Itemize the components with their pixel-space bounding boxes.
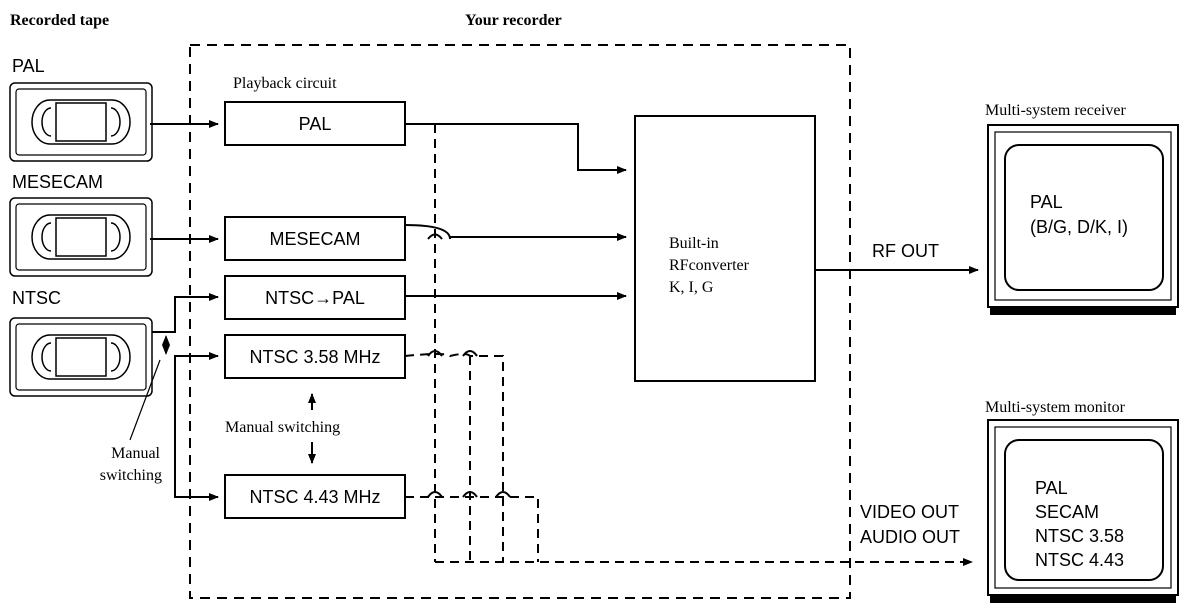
monitor-line-4: NTSC 4.43 (1035, 550, 1124, 570)
monitor-title: Multi-system monitor (985, 399, 1126, 416)
crossover-bump (462, 491, 478, 498)
video-out-label: VIDEO OUT (860, 502, 959, 522)
vhs-cassette-icon (9, 197, 153, 277)
tape-label-mesecam: MESECAM (12, 172, 103, 192)
circuit-label-ntsc-pal: NTSC→PAL (265, 288, 365, 308)
playback-circuit-label: Playback circuit (233, 75, 337, 92)
path-pal-to-rf (405, 123, 627, 174)
receiver-line-1: PAL (1030, 192, 1063, 212)
crossover-bump (427, 350, 443, 357)
circuit-box-ntsc-358 (224, 334, 406, 379)
recorded-tape-header: Recorded tape (10, 12, 109, 29)
rf-converter-line-3: K, I, G (669, 279, 714, 296)
rf-out-label: RF OUT (872, 241, 939, 261)
receiver-line-2: (B/G, D/K, I) (1030, 217, 1128, 237)
recorder-boundary (189, 44, 851, 599)
rf-converter-line-2: RFconverter (669, 257, 750, 274)
monitor-line-2: SECAM (1035, 502, 1099, 522)
manual-switching-pointer (129, 359, 161, 441)
video-path-ntsc-443 (405, 496, 539, 562)
path-mesecam-bend (404, 224, 451, 240)
tape-label-ntsc: NTSC (12, 288, 61, 308)
arrow-ntsc-443-in (174, 355, 219, 501)
tv-receiver-icon (987, 124, 1179, 315)
crossover-bump (462, 350, 478, 357)
vhs-cassette-icon (9, 317, 153, 397)
manual-switching-left-line-2: switching (100, 467, 162, 484)
receiver-title: Multi-system receiver (985, 102, 1127, 119)
tv-monitor-icon (987, 419, 1179, 603)
convert-arrow-icon: → (314, 288, 332, 308)
circuit-box-ntsc-pal (224, 275, 406, 320)
circuit-label-pal: PAL (299, 114, 332, 134)
rf-converter-box (634, 115, 816, 382)
crossover-bump (495, 491, 511, 498)
circuit-label-mesecam: MESECAM (269, 229, 360, 249)
your-recorder-header: Your recorder (465, 12, 562, 29)
video-path-ntsc-358 (404, 353, 504, 562)
crossover-bump (427, 233, 443, 240)
crossover-bump (427, 491, 443, 498)
circuit-box-mesecam (224, 216, 406, 261)
arrow-ntsc-pal-in (152, 293, 219, 333)
vhs-cassette-icon (9, 82, 153, 162)
monitor-line-3: NTSC 3.58 (1035, 526, 1124, 546)
audio-out-label: AUDIO OUT (860, 527, 960, 547)
circuit-label-ntsc-443: NTSC 4.43 MHz (249, 487, 380, 507)
tape-label-pal: PAL (12, 56, 45, 76)
manual-switching-left-line-1: Manual (111, 445, 160, 462)
monitor-line-1: PAL (1035, 478, 1068, 498)
circuit-label-ntsc-358: NTSC 3.58 MHz (249, 347, 380, 367)
rf-converter-line-1: Built-in (669, 235, 719, 252)
manual-switching-center-label: Manual switching (225, 419, 340, 436)
